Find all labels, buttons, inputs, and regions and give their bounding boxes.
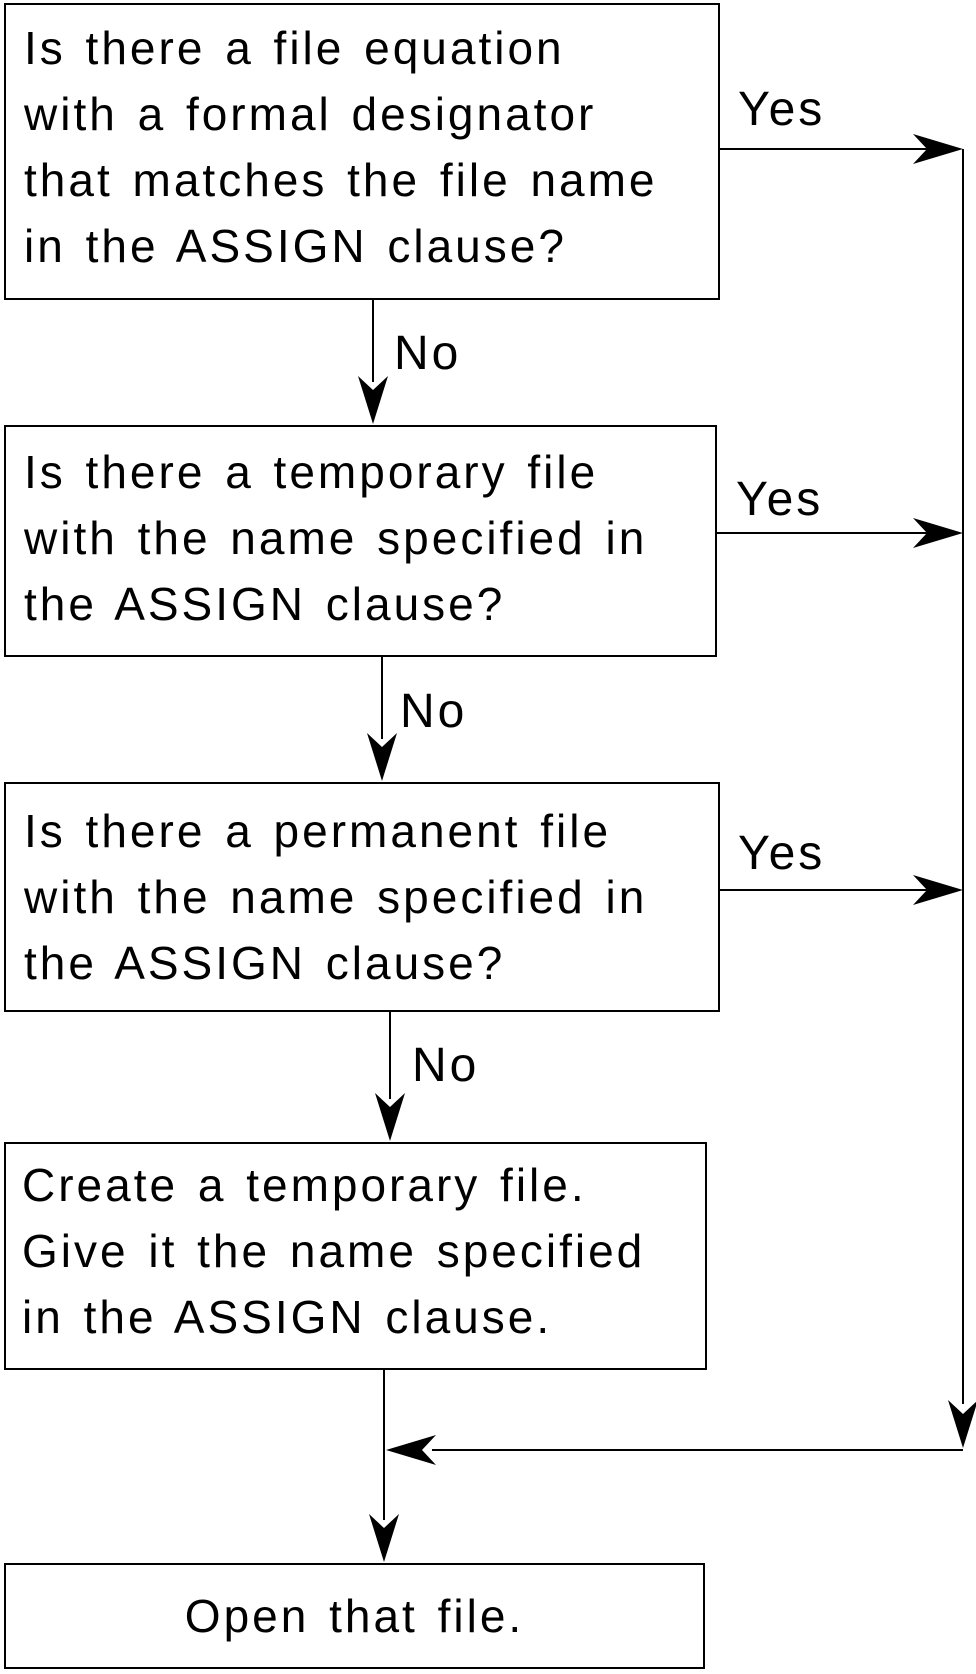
box-text-line: with a formal designator — [24, 88, 597, 140]
box-text-line: Give it the name specified — [22, 1225, 646, 1277]
no-edge-3-arrowhead — [375, 1093, 405, 1141]
box-text-line: Is there a temporary file — [24, 446, 599, 498]
no-label-3: No — [412, 1039, 480, 1092]
box-text-line: in the ASSIGN clause? — [24, 220, 567, 272]
decision-box-temporary-file: Is there a temporary file with the name … — [4, 425, 717, 657]
merge-left-arrowhead — [386, 1435, 436, 1465]
box-text-line: the ASSIGN clause? — [24, 578, 506, 630]
yes-label-1: Yes — [738, 83, 826, 136]
yes-label-3: Yes — [738, 827, 826, 880]
box-text-line: that matches the file name — [24, 154, 658, 206]
no-label-2: No — [400, 685, 468, 738]
decision-box-permanent-file: Is there a permanent file with the name … — [4, 782, 720, 1012]
yes-label-2: Yes — [736, 473, 824, 526]
yes-collector-down-arrowhead — [948, 1400, 976, 1448]
box-text-line: Is there a permanent file — [24, 805, 612, 857]
box-text-line: Open that file. — [184, 1590, 525, 1642]
box-text-line: Is there a file equation — [24, 22, 565, 74]
box-text-line: with the name specified in — [24, 512, 648, 564]
yes-edge-3-arrowhead — [913, 875, 963, 905]
decision-box-file-equation: Is there a file equation with a formal d… — [4, 3, 720, 300]
no-edge-1-arrowhead — [358, 376, 388, 424]
terminal-box-open-file: Open that file. — [4, 1563, 705, 1669]
yes-edge-1-arrowhead — [913, 134, 963, 164]
box-text-line: the ASSIGN clause? — [24, 937, 506, 989]
no-edge-2-arrowhead — [367, 733, 397, 781]
yes-edge-2-arrowhead — [913, 518, 963, 548]
no-label-1: No — [394, 327, 462, 380]
box-text-line: with the name specified in — [24, 871, 648, 923]
action-box-create-temporary-file: Create a temporary file. Give it the nam… — [4, 1142, 707, 1370]
box-text-line: in the ASSIGN clause. — [22, 1291, 553, 1343]
to-open-file-arrowhead — [369, 1514, 399, 1562]
box-text-line: Create a temporary file. — [22, 1159, 587, 1211]
